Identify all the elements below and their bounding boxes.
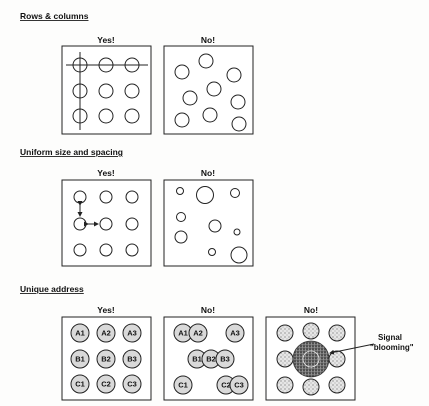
spot	[96, 323, 116, 343]
spot	[124, 108, 140, 124]
spot	[174, 64, 190, 80]
overlapping-spot-grid: A1 A2 A3 B1 B2 B3 C1 C2 C3	[173, 323, 249, 395]
spot	[208, 219, 222, 233]
spot-grid	[72, 57, 140, 124]
spot	[174, 230, 188, 244]
spot	[230, 246, 248, 264]
spot-label: A2	[101, 329, 111, 338]
spot	[276, 324, 294, 342]
spot	[99, 190, 113, 204]
spot	[99, 243, 113, 257]
spot	[70, 349, 90, 369]
spot-label: C1	[178, 381, 188, 390]
spot	[70, 323, 90, 343]
spot-grid	[73, 190, 139, 257]
spot	[70, 374, 90, 394]
spot	[124, 83, 140, 99]
spot-label: C1	[75, 380, 85, 389]
spot	[230, 94, 246, 110]
spot-label: A3	[127, 329, 137, 338]
spot	[176, 187, 184, 195]
section-title-rows-columns: Rows & columns	[20, 11, 89, 21]
spot	[233, 228, 241, 236]
spot-label: C2	[101, 380, 111, 389]
spot	[96, 374, 116, 394]
spot-scatter	[174, 186, 248, 264]
section-title-unique-address: Unique address	[20, 284, 84, 294]
spot	[328, 350, 346, 368]
panel-label-yes: Yes!	[97, 35, 115, 45]
addressed-spot-grid: A1 A2 A3 B1 B2 B3 C1 C2 C3	[70, 323, 142, 394]
panel-label-no: No!	[201, 35, 215, 45]
spot	[276, 350, 294, 368]
spot-label: B1	[192, 355, 202, 364]
spot	[208, 248, 216, 256]
spot	[302, 322, 320, 340]
spot-label: C3	[234, 381, 244, 390]
spot-label: B1	[75, 355, 85, 364]
spot-label: B3	[220, 355, 230, 364]
spot-label: A1	[178, 329, 188, 338]
spot	[96, 349, 116, 369]
panel-label-yes: Yes!	[97, 305, 115, 315]
spot-label: A3	[230, 329, 240, 338]
spot	[73, 190, 87, 204]
panel-label-no: No!	[201, 305, 215, 315]
spot-label: A1	[75, 329, 85, 338]
spot	[225, 323, 245, 343]
spot	[188, 323, 208, 343]
annotation-arrow-icon	[329, 343, 375, 355]
spot	[98, 108, 114, 124]
spot	[196, 186, 214, 204]
spot	[174, 112, 190, 128]
spot	[230, 188, 240, 198]
spot-scatter	[174, 53, 247, 132]
annotation-blooming: "blooming"	[370, 343, 414, 352]
spot	[226, 67, 242, 83]
spot	[125, 217, 139, 231]
annotation-signal: Signal	[378, 333, 402, 342]
spot	[122, 374, 142, 394]
spot	[182, 90, 198, 106]
spot	[229, 375, 249, 395]
spot	[302, 378, 320, 396]
spot	[73, 217, 87, 231]
spot	[122, 323, 142, 343]
spot	[125, 243, 139, 257]
spot-label: B2	[206, 355, 216, 364]
spot	[202, 107, 218, 123]
section-title-uniform-size: Uniform size and spacing	[20, 147, 123, 157]
spot	[206, 81, 222, 97]
spot	[122, 349, 142, 369]
spot-label: C3	[127, 380, 137, 389]
spot-label: C2	[221, 381, 231, 390]
spot	[328, 324, 346, 342]
spot	[125, 190, 139, 204]
double-arrow-icon	[77, 201, 99, 227]
spot	[231, 116, 247, 132]
panel-label-no: No!	[201, 168, 215, 178]
spot-label: A2	[193, 329, 203, 338]
spot	[99, 217, 113, 231]
spot	[215, 349, 235, 369]
spot	[73, 243, 87, 257]
spot-label: B2	[101, 355, 111, 364]
spot	[198, 53, 214, 69]
panel-label-no: No!	[304, 305, 318, 315]
spot	[328, 376, 346, 394]
spot	[173, 375, 193, 395]
spot	[276, 376, 294, 394]
spot-outline	[302, 350, 320, 368]
blooming-spot	[292, 340, 330, 378]
panel-label-yes: Yes!	[97, 168, 115, 178]
spot	[98, 83, 114, 99]
spot	[176, 212, 186, 222]
spot-label: B3	[127, 355, 137, 364]
blooming-spot-grid	[276, 322, 346, 396]
